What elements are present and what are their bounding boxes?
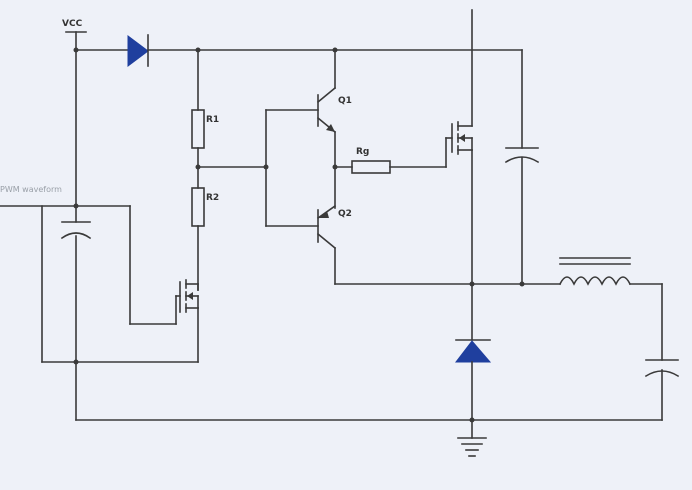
resistor-r1 <box>191 109 205 149</box>
vcc-label: VCC <box>62 19 83 29</box>
r1-label: R1 <box>206 115 219 125</box>
ground-symbol <box>457 437 487 457</box>
resistor-rg <box>351 160 391 174</box>
r2-label: R2 <box>206 193 219 203</box>
bootstrap-capacitor <box>504 147 540 164</box>
input-capacitor <box>60 221 92 240</box>
freewheel-diode <box>454 339 492 363</box>
junction-dot <box>469 281 475 287</box>
rg-label: Rg <box>356 147 369 157</box>
transistor-q2 <box>316 204 337 250</box>
vcc-terminal: VCC <box>62 19 87 51</box>
q1-label: Q1 <box>338 96 352 106</box>
low-side-mosfet <box>175 279 199 313</box>
high-side-mosfet <box>445 121 473 155</box>
output-inductor <box>558 257 632 286</box>
q2-label: Q2 <box>338 209 352 219</box>
resistor-r2 <box>191 187 205 227</box>
pwm-input-label: PWM waveform <box>0 185 62 194</box>
bootstrap-diode <box>127 34 149 67</box>
junction-dot <box>519 281 525 287</box>
junction-dot <box>73 359 79 365</box>
transistor-q1 <box>316 86 337 134</box>
